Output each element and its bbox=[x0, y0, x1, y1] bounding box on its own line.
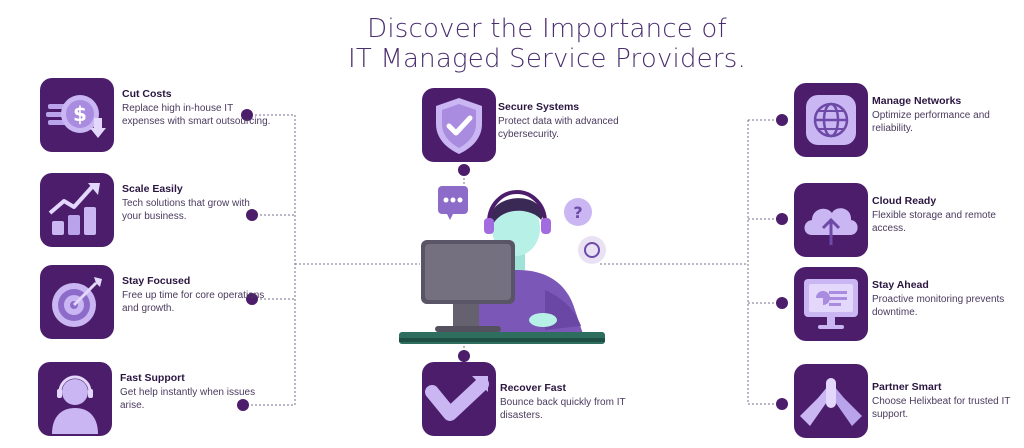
connector-dot bbox=[776, 213, 788, 225]
support-agent-illustration: ? bbox=[399, 186, 606, 344]
connector-dot bbox=[776, 114, 788, 126]
cloud-upload-icon bbox=[794, 183, 868, 257]
connector-dot bbox=[237, 399, 249, 411]
card-title: Cloud Ready bbox=[872, 195, 937, 207]
growth-chart-icon bbox=[40, 173, 114, 247]
svg-text:$: $ bbox=[73, 102, 87, 126]
card-description: Optimize performance and reliability. bbox=[872, 110, 990, 134]
handshake-icon bbox=[794, 364, 868, 438]
card-title: Secure Systems bbox=[498, 101, 580, 113]
card-title: Recover Fast bbox=[500, 382, 566, 394]
page-title: Discover the Importance of IT Managed Se… bbox=[0, 14, 1024, 74]
card-title: Manage Networks bbox=[872, 95, 962, 107]
connector-dot bbox=[458, 350, 470, 362]
card-description: Flexible storage and remote access. bbox=[872, 210, 996, 234]
dollar-coin-icon: $ bbox=[40, 78, 114, 152]
card-description: Free up time for core operations and gro… bbox=[122, 290, 265, 314]
globe-network-icon bbox=[794, 83, 868, 157]
connector-dot bbox=[246, 209, 258, 221]
monitor-icon bbox=[794, 267, 868, 341]
card-fast-support: Fast Support Get help instantly when iss… bbox=[38, 362, 255, 442]
connector-dot bbox=[246, 293, 258, 305]
chat-bubble-icon bbox=[438, 186, 468, 220]
card-cut-costs: $ Cut Costs Replace high in-house IT exp… bbox=[40, 78, 270, 158]
card-description: Bounce back quickly from IT disasters. bbox=[500, 397, 626, 421]
card-scale-easily: Scale Easily Tech solutions that grow wi… bbox=[40, 173, 250, 253]
card-stay-focused: Stay Focused Free up time for core opera… bbox=[40, 265, 264, 345]
card-cloud-ready: Cloud Ready Flexible storage and remote … bbox=[794, 183, 996, 263]
card-title: Stay Focused bbox=[122, 275, 191, 287]
title-line-2: IT Managed Service Providers. bbox=[348, 44, 746, 74]
card-title: Partner Smart bbox=[872, 381, 942, 393]
card-recover-fast: Recover Fast Bounce back quickly from IT… bbox=[422, 362, 625, 442]
connector-dot bbox=[776, 398, 788, 410]
card-manage-networks: Manage Networks Optimize performance and… bbox=[794, 83, 994, 163]
card-description: Tech solutions that grow with your busin… bbox=[122, 198, 250, 222]
phone-icon bbox=[578, 236, 606, 264]
svg-text:?: ? bbox=[573, 203, 582, 222]
connector-dot bbox=[241, 109, 253, 121]
connector-dot bbox=[776, 297, 788, 309]
card-title: Stay Ahead bbox=[872, 279, 929, 291]
card-description: Replace high in-house IT expenses with s… bbox=[122, 103, 271, 127]
recover-arrow-icon bbox=[422, 362, 496, 436]
card-title: Cut Costs bbox=[122, 88, 172, 100]
headset-user-icon bbox=[38, 362, 112, 436]
shield-check-icon bbox=[422, 88, 496, 162]
card-secure-systems: Secure Systems Protect data with advance… bbox=[422, 88, 622, 168]
card-description: Proactive monitoring prevents downtime. bbox=[872, 294, 1005, 318]
question-icon: ? bbox=[564, 198, 592, 226]
card-title: Scale Easily bbox=[122, 183, 183, 195]
card-stay-ahead: Stay Ahead Proactive monitoring prevents… bbox=[794, 267, 1004, 347]
card-description: Protect data with advanced cybersecurity… bbox=[498, 116, 619, 140]
card-description: Choose Helixbeat for trusted IT support. bbox=[872, 396, 1011, 420]
card-description: Get help instantly when issues arise. bbox=[120, 387, 256, 411]
card-partner-smart: Partner Smart Choose Helixbeat for trust… bbox=[794, 364, 1010, 444]
card-title: Fast Support bbox=[120, 372, 185, 384]
connector-dot bbox=[458, 164, 470, 176]
title-line-1: Discover the Importance of bbox=[367, 14, 727, 44]
target-icon bbox=[40, 265, 114, 339]
